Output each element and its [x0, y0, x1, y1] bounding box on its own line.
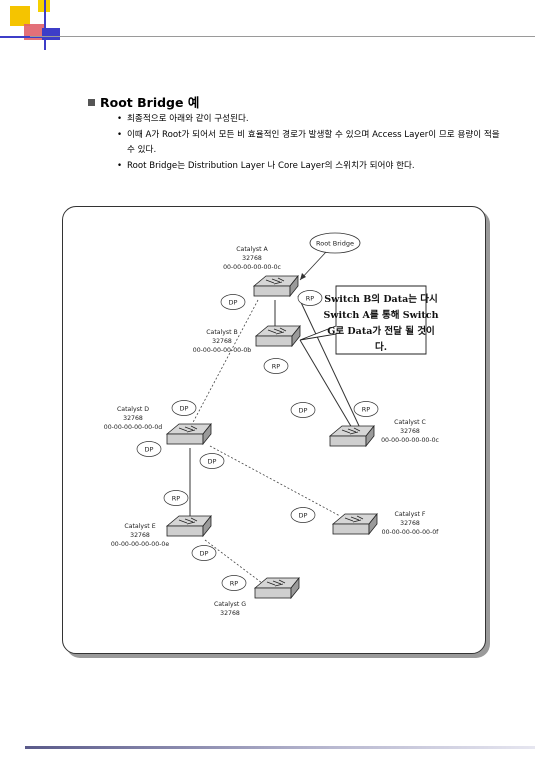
header-rule [30, 36, 535, 37]
square-bullet-icon [88, 99, 95, 106]
switch-D-icon [166, 423, 212, 445]
port-label: DP [136, 441, 162, 457]
svg-text:32768: 32768 [242, 255, 262, 262]
svg-text:Catalyst F: Catalyst F [395, 511, 426, 518]
svg-text:Switch A를 통해 Switch: Switch A를 통해 Switch [324, 309, 439, 321]
svg-text:32768: 32768 [212, 338, 232, 345]
switch-B-label: Catalyst B 32768 00-00-00-00-00-0b [193, 329, 251, 354]
port-label: RP [263, 358, 289, 374]
switch-B-icon [255, 325, 301, 347]
bullet-text: 최종적으로 아래와 같이 구성된다. [127, 114, 249, 124]
port-label: DP [290, 402, 316, 418]
link-A-C [297, 295, 361, 429]
switch-A-icon [253, 275, 299, 297]
bullet-dot-icon: • [117, 129, 123, 140]
bullet-item: • Root Bridge는 Distribution Layer 나 Core … [117, 159, 507, 175]
svg-text:00-00-00-00-00-0c: 00-00-00-00-00-0c [381, 437, 439, 444]
svg-text:DP: DP [208, 458, 217, 466]
svg-text:00-00-00-00-00-0f: 00-00-00-00-00-0f [382, 529, 439, 536]
port-label: RP [221, 575, 247, 591]
bullet-dot-icon: • [117, 160, 123, 171]
svg-text:DP: DP [180, 405, 189, 413]
port-label: DP [290, 507, 316, 523]
port-label: DP [199, 453, 225, 469]
switch-D-label: Catalyst D 32768 00-00-00-00-00-0d [104, 406, 162, 431]
svg-text:Root Bridge: Root Bridge [316, 240, 354, 248]
switch-A-label: Catalyst A 32768 00-00-00-00-00-0c [223, 246, 281, 271]
port-label: RP [163, 490, 189, 506]
bullet-text: 이때 A가 Root가 되어서 모든 비 효율적인 경로가 발생할 수 있으며 … [127, 129, 500, 156]
bullet-item: • 이때 A가 Root가 되어서 모든 비 효율적인 경로가 발생할 수 있으며… [117, 128, 507, 159]
switch-G-icon [254, 577, 300, 599]
port-label: RP [353, 401, 379, 417]
svg-text:DP: DP [145, 446, 154, 454]
svg-text:32768: 32768 [400, 520, 420, 527]
section-heading: Root Bridge 예 [88, 92, 199, 111]
svg-text:32768: 32768 [400, 428, 420, 435]
svg-text:Catalyst B: Catalyst B [206, 329, 238, 336]
svg-text:00-00-00-00-00-0c: 00-00-00-00-00-0c [223, 264, 281, 271]
svg-text:DP: DP [229, 299, 238, 307]
svg-text:DP: DP [299, 407, 308, 415]
switch-F-icon [332, 513, 378, 535]
link-D-F [209, 445, 341, 517]
port-label: RP [297, 290, 323, 306]
root-bridge-callout: Root Bridge [299, 232, 361, 281]
svg-text:다.: 다. [375, 341, 387, 353]
section-heading-text: Root Bridge 예 [100, 95, 200, 110]
svg-text:G로 Data가 전달 될 것이: G로 Data가 전달 될 것이 [327, 325, 434, 337]
svg-text:32768: 32768 [123, 415, 143, 422]
switch-C-label: Catalyst C 32768 00-00-00-00-00-0c [381, 419, 439, 444]
svg-text:Catalyst G: Catalyst G [214, 601, 246, 608]
switch-G-label: Catalyst G 32768 [214, 601, 246, 617]
switch-E-icon [166, 515, 212, 537]
link-A-D [189, 299, 259, 429]
svg-text:Catalyst D: Catalyst D [117, 406, 149, 413]
svg-text:00-00-00-00-00-0d: 00-00-00-00-00-0d [104, 424, 162, 431]
svg-text:RP: RP [272, 363, 281, 371]
switch-E-label: Catalyst E 32768 00-00-00-00-00-0e [111, 523, 169, 548]
bullet-item: • 최종적으로 아래와 같이 구성된다. [117, 112, 507, 128]
port-label: DP [191, 545, 217, 561]
switch-C-icon [329, 425, 375, 447]
svg-text:00-00-00-00-00-0e: 00-00-00-00-00-0e [111, 541, 169, 548]
bullet-text: Root Bridge는 Distribution Layer 나 Core L… [127, 160, 415, 171]
port-label: DP [220, 294, 246, 310]
svg-text:RP: RP [306, 295, 315, 303]
svg-text:32768: 32768 [130, 532, 150, 539]
svg-text:DP: DP [200, 550, 209, 558]
footer-rule [25, 746, 535, 749]
svg-text:32768: 32768 [220, 610, 240, 617]
port-label: DP [171, 400, 197, 416]
svg-text:Catalyst C: Catalyst C [394, 419, 426, 426]
svg-text:RP: RP [172, 495, 181, 503]
svg-text:RP: RP [362, 406, 371, 414]
switch-F-label: Catalyst F 32768 00-00-00-00-00-0f [382, 511, 439, 536]
svg-text:DP: DP [299, 512, 308, 520]
bullet-list: • 최종적으로 아래와 같이 구성된다. • 이때 A가 Root가 되어서 모든 … [117, 112, 507, 174]
link-B-C [299, 339, 353, 429]
svg-text:00-00-00-00-00-0b: 00-00-00-00-00-0b [193, 347, 251, 354]
svg-text:Catalyst E: Catalyst E [124, 523, 155, 530]
svg-text:Catalyst A: Catalyst A [236, 246, 268, 253]
bullet-dot-icon: • [117, 114, 123, 124]
explanation-callout: Switch B의 Data는 다시 Switch A를 통해 Switch G… [299, 285, 439, 355]
svg-text:RP: RP [230, 580, 239, 588]
svg-text:Switch B의 Data는 다시: Switch B의 Data는 다시 [324, 293, 438, 305]
